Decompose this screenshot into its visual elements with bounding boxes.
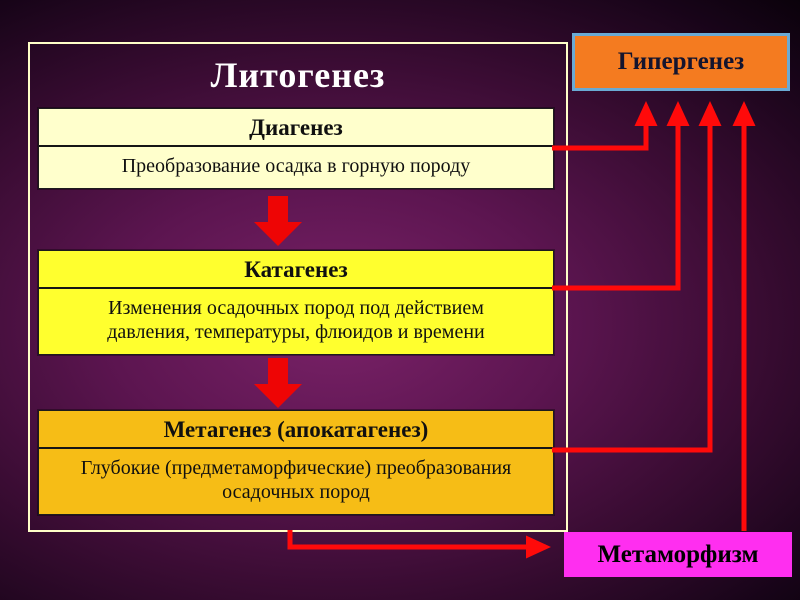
lithogenesis-frame: Литогенез Диагенез Преобразование осадка…	[28, 42, 568, 532]
hypergenesis-box: Гипергенез	[572, 33, 790, 91]
stage-katagenesis-title: Катагенез	[39, 251, 553, 289]
down-arrow-1-icon	[254, 196, 302, 246]
stage-diagenesis-title: Диагенез	[39, 109, 553, 147]
stage-metagenesis-title: Метагенез (апокатагенез)	[39, 411, 553, 449]
metamorphism-box: Метаморфизм	[564, 532, 792, 577]
hypergenesis-label: Гипергенез	[617, 48, 745, 75]
metamorphism-label: Метаморфизм	[597, 541, 759, 568]
stage-metagenesis-description: Глубокие (предметаморфические) преобразо…	[80, 457, 512, 503]
stage-katagenesis-description: Изменения осадочных пород под действием …	[107, 297, 485, 343]
stage-katagenesis: Катагенез Изменения осадочных пород под …	[38, 250, 554, 355]
stage-diagenesis-description: Преобразование осадка в горную породу	[121, 155, 471, 177]
down-arrow-2-icon	[254, 358, 302, 408]
slide-title: Литогенез	[210, 55, 386, 95]
stage-diagenesis: Диагенез Преобразование осадка в горную …	[38, 108, 554, 189]
stage-metagenesis: Метагенез (апокатагенез) Глубокие (предм…	[38, 410, 554, 515]
